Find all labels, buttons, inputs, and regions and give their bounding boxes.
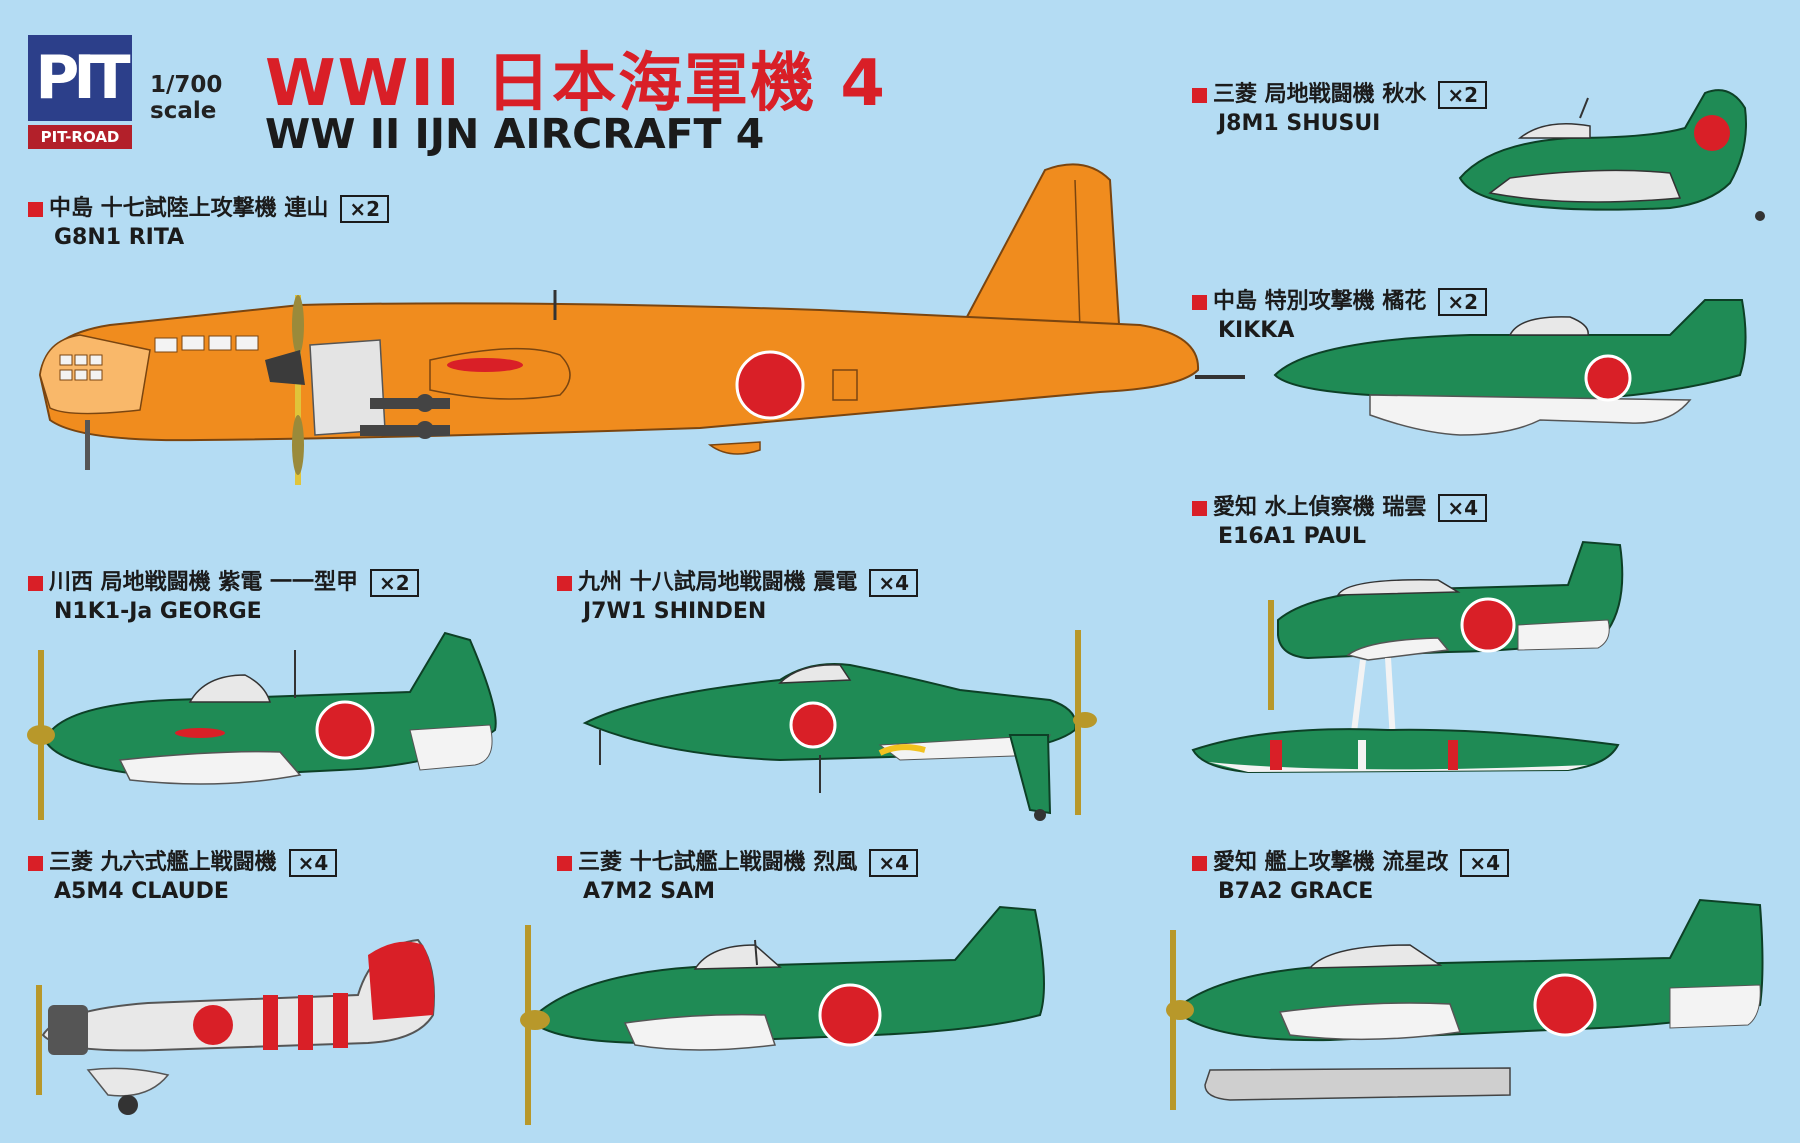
label-jp: 三菱 局地戦闘機 秋水 [1213, 82, 1427, 107]
j8m1-shusui-illustration [1458, 89, 1765, 221]
scale-word: scale [150, 98, 217, 124]
label-b7a2: 愛知 艦上攻撃機 流星改 ×4 B7A2 GRACE [1192, 848, 1510, 906]
label-en: N1K1-Ja GEORGE [54, 599, 262, 624]
pit-road-logo: PIT PIT-ROAD [28, 35, 132, 153]
red-square-bullet [28, 201, 43, 217]
label-kikka: 中島 特別攻撃機 橘花 ×2 KIKKA [1192, 287, 1488, 345]
label-n1k1: 川西 局地戦闘機 紫電 一一型甲 ×2 N1K1-Ja GEORGE [28, 568, 419, 626]
n1k1-george-illustration [27, 631, 497, 820]
red-square-bullet [557, 575, 572, 591]
label-jp: 九州 十八試局地戦闘機 震電 [578, 570, 858, 595]
e16a1-paul-illustration [1191, 540, 1624, 774]
quantity-badge: ×2 [369, 569, 419, 597]
quantity-badge: ×4 [1460, 849, 1510, 877]
kikka-illustration [1273, 299, 1747, 436]
quantity-badge: ×4 [1438, 494, 1488, 522]
label-jp: 三菱 十七試艦上戦闘機 烈風 [578, 850, 858, 875]
label-j8m1: 三菱 局地戦闘機 秋水 ×2 J8M1 SHUSUI [1192, 80, 1488, 138]
label-en: J7W1 SHINDEN [583, 599, 767, 624]
label-en: G8N1 RITA [54, 225, 185, 250]
label-en: A5M4 CLAUDE [54, 879, 229, 904]
label-e16a1: 愛知 水上偵察機 瑞雲 ×4 E16A1 PAUL [1192, 493, 1488, 551]
scale-ratio: 1/700 [150, 72, 223, 98]
label-en: E16A1 PAUL [1218, 524, 1366, 549]
label-en: B7A2 GRACE [1218, 879, 1374, 904]
label-jp: 中島 特別攻撃機 橘花 [1213, 289, 1427, 314]
title-japanese: WWII 日本海軍機 4 [265, 47, 887, 121]
quantity-badge: ×4 [869, 849, 919, 877]
quantity-badge: ×4 [869, 569, 919, 597]
quantity-badge: ×2 [340, 195, 390, 223]
label-j7w1: 九州 十八試局地戦闘機 震電 ×4 J7W1 SHINDEN [557, 568, 919, 626]
scale-label: 1/700 scale [150, 72, 246, 124]
red-square-bullet [1192, 87, 1207, 103]
label-g8n1: 中島 十七試陸上攻撃機 連山 ×2 G8N1 RITA [28, 194, 390, 252]
red-square-bullet [1192, 500, 1207, 516]
label-jp: 中島 十七試陸上攻撃機 連山 [49, 196, 329, 221]
quantity-badge: ×2 [1438, 81, 1488, 109]
red-square-bullet [28, 855, 43, 871]
red-square-bullet [1192, 855, 1207, 871]
logo-mark: PIT [28, 35, 132, 121]
quantity-badge: ×2 [1438, 288, 1488, 316]
red-square-bullet [557, 855, 572, 871]
j7w1-shinden-illustration [582, 630, 1097, 821]
label-en: A7M2 SAM [583, 879, 715, 904]
label-jp: 愛知 艦上攻撃機 流星改 [1213, 850, 1449, 875]
label-a7m2: 三菱 十七試艦上戦闘機 烈風 ×4 A7M2 SAM [557, 848, 919, 906]
quantity-badge: ×4 [288, 849, 338, 877]
title-english: WW II IJN AIRCRAFT 4 [265, 110, 765, 158]
red-square-bullet [28, 575, 43, 591]
a7m2-sam-illustration [520, 905, 1045, 1125]
label-jp: 愛知 水上偵察機 瑞雲 [1213, 495, 1427, 520]
label-en: KIKKA [1218, 318, 1295, 343]
label-jp: 川西 局地戦闘機 紫電 一一型甲 [49, 570, 358, 595]
a5m4-claude-illustration [36, 938, 435, 1115]
b7a2-grace-illustration [1166, 898, 1764, 1110]
label-en: J8M1 SHUSUI [1218, 111, 1381, 136]
label-a5m4: 三菱 九六式艦上戦闘機 ×4 A5M4 CLAUDE [28, 848, 338, 906]
red-square-bullet [1192, 294, 1207, 310]
logo-brand-name: PIT-ROAD [28, 125, 132, 149]
label-jp: 三菱 九六式艦上戦闘機 [49, 850, 277, 875]
g8n1-rita-illustration [38, 163, 1245, 485]
